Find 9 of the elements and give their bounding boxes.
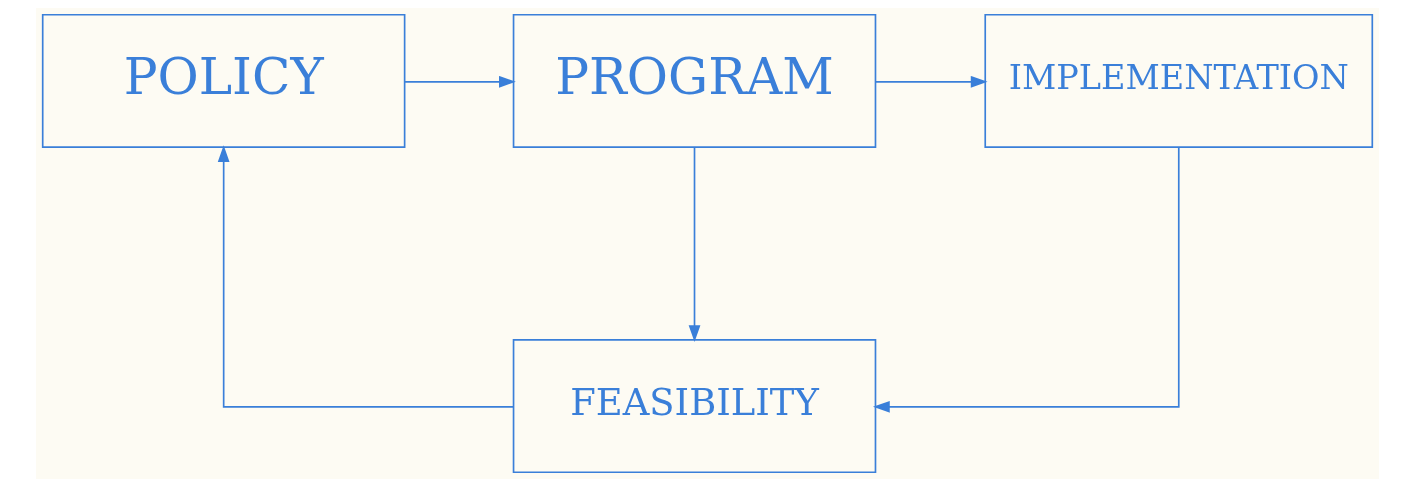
- node-box: PROGRAM: [512, 13, 876, 148]
- arrow: [874, 75, 988, 88]
- arrow: [688, 146, 700, 343]
- node-box: POLICY: [41, 13, 405, 148]
- arrow: [872, 146, 1180, 413]
- node-box: FEASIBILITY: [512, 339, 876, 474]
- arrow: [403, 75, 516, 88]
- node-box: IMPLEMENTATION: [983, 13, 1373, 148]
- arrow: [217, 145, 514, 408]
